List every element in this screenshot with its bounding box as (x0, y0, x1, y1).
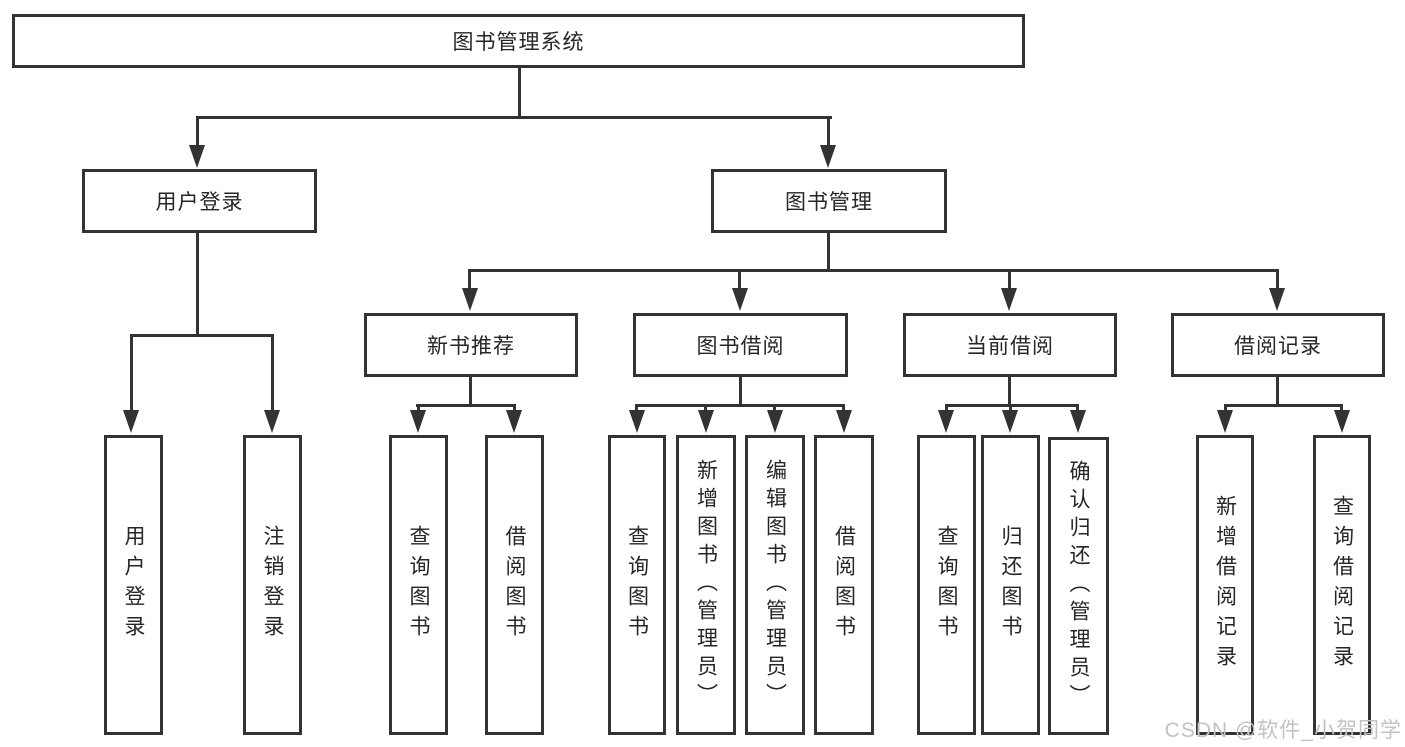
connector-stub-bb-borrow (842, 404, 845, 413)
connector-drop-current-borrow (1008, 269, 1011, 290)
connector-stub-cb-return (1009, 404, 1012, 413)
leaf-bb-edit-label: 编辑图书（管理员） (763, 459, 787, 711)
connector-drop-book-mgmt (827, 116, 830, 146)
leaf-nb-borrow: 借阅图书 (485, 435, 544, 735)
leaf-cb-query: 查询图书 (917, 435, 976, 735)
leaf-logout: 注销登录 (243, 435, 302, 735)
connector-stub-cb-confirm (1076, 404, 1079, 413)
leaf-br-add: 新增借阅记录 (1196, 435, 1254, 735)
node-current-borrow: 当前借阅 (903, 313, 1117, 377)
leaf-nb-borrow-label: 借阅图书 (503, 525, 526, 645)
arrow-bb-query (629, 410, 645, 433)
leaf-cb-confirm-label: 确认归还（管理员） (1067, 460, 1090, 712)
connector-drop-leaf-user-login (130, 334, 133, 412)
connector-book-mgmt-stem (827, 233, 830, 272)
leaf-bb-borrow-label: 借阅图书 (832, 525, 856, 645)
leaf-user-login: 用户登录 (104, 435, 163, 735)
arrow-cb-confirm (1070, 410, 1086, 433)
leaf-br-add-label: 新增借阅记录 (1213, 495, 1237, 675)
csdn-watermark: CSDN @软件_小贺同学 (1164, 719, 1402, 742)
node-root: 图书管理系统 (12, 14, 1025, 68)
connector-stub-bb-add (704, 404, 707, 413)
connector-book-borrow-bar (636, 404, 845, 407)
leaf-nb-query-label: 查询图书 (407, 525, 430, 645)
connector-borrow-records-stem (1276, 377, 1279, 407)
arrow-cb-return (1002, 410, 1018, 433)
connector-new-books-stem (469, 377, 472, 407)
arrow-bb-add (698, 410, 714, 433)
leaf-nb-query: 查询图书 (389, 435, 448, 735)
arrow-user-login (189, 145, 205, 168)
arrow-borrow-records (1269, 288, 1285, 311)
arrow-nb-query (410, 410, 426, 433)
leaf-user-login-label: 用户登录 (122, 525, 145, 645)
connector-new-books-bar (416, 404, 516, 407)
leaf-bb-query: 查询图书 (608, 435, 666, 735)
arrow-cb-query (938, 410, 954, 433)
leaf-bb-borrow: 借阅图书 (814, 435, 874, 735)
node-book-mgmt-label: 图书管理 (785, 191, 873, 214)
connector-current-borrow-bar (945, 404, 1079, 407)
connector-current-borrow-stem (1008, 377, 1011, 407)
leaf-bb-query-label: 查询图书 (625, 525, 649, 645)
arrow-book-mgmt (820, 145, 836, 168)
connector-root-stem (518, 68, 521, 118)
connector-drop-user-login (196, 116, 199, 146)
node-book-borrow: 图书借阅 (633, 313, 848, 377)
arrow-current-borrow (1001, 288, 1017, 311)
connector-stub-bb-edit (773, 404, 776, 413)
arrow-new-books (462, 288, 478, 311)
connector-stub-bb-query (635, 404, 638, 413)
node-book-mgmt: 图书管理 (711, 169, 947, 233)
leaf-logout-label: 注销登录 (261, 525, 284, 645)
arrow-bb-borrow (836, 410, 852, 433)
connector-stub-nb-borrow (513, 404, 516, 413)
leaf-bb-add: 新增图书（管理员） (676, 435, 736, 735)
node-user-login-label: 用户登录 (155, 191, 244, 214)
node-borrow-records-label: 借阅记录 (1234, 335, 1322, 358)
node-new-books-label: 新书推荐 (427, 335, 515, 358)
connector-book-borrow-stem (739, 377, 742, 407)
connector-level2-bar (196, 116, 832, 119)
arrow-leaf-user-login (123, 410, 139, 433)
node-book-borrow-label: 图书借阅 (696, 335, 785, 358)
connector-user-login-bar (130, 334, 274, 337)
leaf-br-query: 查询借阅记录 (1313, 435, 1371, 735)
leaf-cb-return-label: 归还图书 (999, 525, 1022, 645)
leaf-bb-add-label: 新增图书（管理员） (694, 459, 718, 711)
arrow-bb-edit (767, 410, 783, 433)
connector-borrow-records-bar (1224, 404, 1343, 407)
arrow-book-borrow (732, 288, 748, 311)
connector-drop-leaf-logout (271, 334, 274, 412)
connector-level3-bar (468, 269, 1279, 272)
connector-drop-new-books (468, 269, 471, 290)
leaf-cb-query-label: 查询图书 (935, 525, 958, 645)
node-root-label: 图书管理系统 (452, 31, 585, 54)
node-borrow-records: 借阅记录 (1171, 313, 1385, 377)
leaf-cb-confirm: 确认归还（管理员） (1048, 437, 1109, 735)
connector-stub-nb-query (417, 404, 420, 413)
arrow-br-query (1334, 410, 1350, 433)
connector-user-login-stem (196, 233, 199, 337)
leaf-cb-return: 归还图书 (981, 435, 1040, 735)
arrow-br-add (1217, 410, 1233, 433)
connector-stub-br-query (1340, 404, 1343, 413)
node-user-login: 用户登录 (82, 169, 317, 233)
connector-stub-br-add (1224, 404, 1227, 413)
connector-drop-book-borrow (738, 269, 741, 290)
arrow-nb-borrow (506, 410, 522, 433)
node-current-borrow-label: 当前借阅 (966, 335, 1054, 358)
connector-drop-borrow-records (1276, 269, 1279, 290)
leaf-br-query-label: 查询借阅记录 (1330, 495, 1354, 675)
node-new-books: 新书推荐 (364, 313, 578, 377)
connector-stub-cb-query (945, 404, 948, 413)
leaf-bb-edit: 编辑图书（管理员） (745, 435, 805, 735)
arrow-leaf-logout (264, 410, 280, 433)
